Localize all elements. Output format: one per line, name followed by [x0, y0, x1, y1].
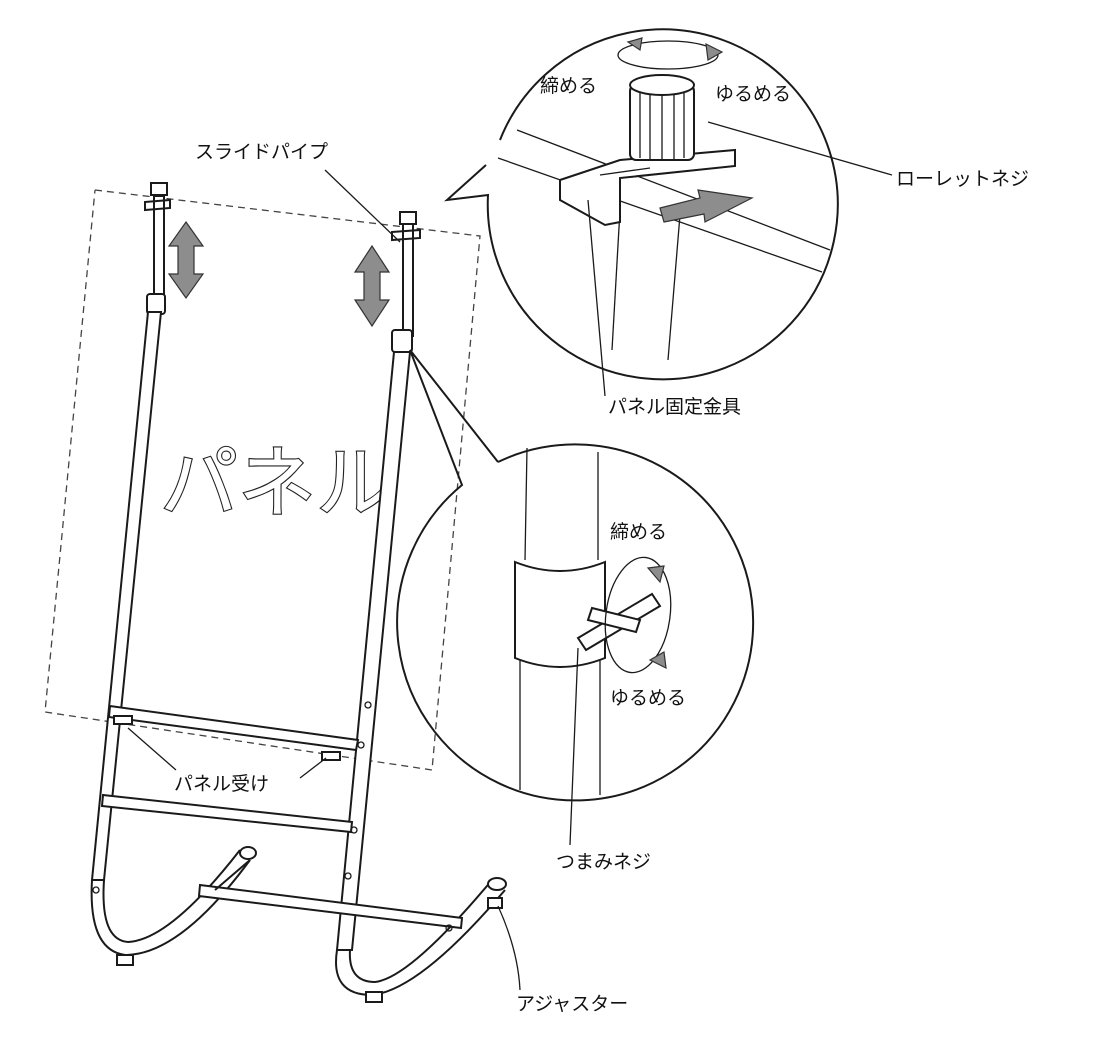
- up-down-arrow-icon: [353, 244, 391, 328]
- panel-bracket-label: パネル固定金具: [608, 396, 741, 418]
- tighten-label-mid: 締める: [610, 521, 667, 543]
- adjuster-label: アジャスター: [516, 993, 628, 1015]
- easel-frame: [90, 182, 507, 1003]
- tighten-label-top: 締める: [540, 75, 597, 97]
- leader-lines: [127, 121, 893, 991]
- loosen-label-top: ゆるめる: [715, 83, 791, 105]
- thumb-screw-detail: [396, 349, 755, 802]
- knurled-screw-detail: [443, 28, 839, 381]
- thumb-screw-label: つまみネジ: [556, 851, 651, 873]
- loosen-label-mid: ゆるめる: [610, 687, 686, 709]
- up-down-arrow-icon: [167, 220, 205, 300]
- slide-pipe-label: スライドパイプ: [195, 141, 328, 163]
- panel-label: パネル: [160, 439, 394, 529]
- panel-holder-label: パネル受け: [174, 773, 269, 795]
- knurled-screw-label: ローレットネジ: [896, 168, 1029, 190]
- panel-outline: [44, 189, 481, 771]
